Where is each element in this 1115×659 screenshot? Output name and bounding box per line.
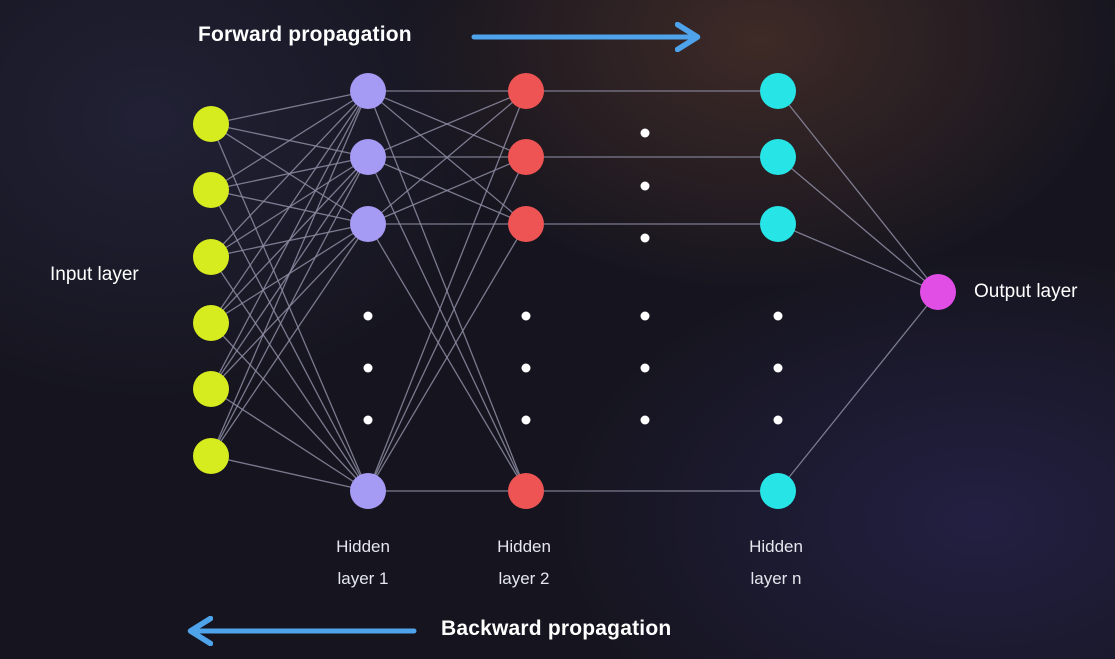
ellipsis-dot [773, 415, 783, 425]
hidden-layer-n-node [760, 473, 796, 509]
hidden-layer-2-caption: Hidden layer 2 [464, 531, 584, 595]
connection-line [210, 388, 369, 492]
ellipsis-dots [363, 128, 783, 425]
hidden-layer-n-node [760, 139, 796, 175]
connection-line [210, 90, 369, 191]
output-layer-label: Output layer [974, 281, 1078, 302]
hidden-layer-2-line1: Hidden [497, 537, 551, 556]
connection-line [777, 90, 939, 293]
ellipsis-dot [640, 363, 650, 373]
input-node [193, 371, 229, 407]
ellipsis-dot [773, 363, 783, 373]
input-node [193, 172, 229, 208]
connection-line [210, 156, 369, 457]
hidden-layer-2-node [508, 473, 544, 509]
hidden-layer-1-node [350, 206, 386, 242]
ellipsis-dot [521, 363, 531, 373]
hidden-layer-1-node [350, 73, 386, 109]
connection-line [367, 156, 527, 492]
connection-line [777, 223, 939, 293]
network-nodes [193, 73, 956, 509]
hidden-layer-2-node [508, 73, 544, 109]
backward-propagation-label: Backward propagation [441, 617, 672, 640]
input-node [193, 106, 229, 142]
input-node [193, 239, 229, 275]
connection-line [210, 455, 369, 492]
connection-line [367, 90, 527, 492]
connection-line [367, 90, 527, 158]
ellipsis-dot [363, 311, 373, 321]
connection-line [777, 156, 939, 293]
hidden-layer-1-node [350, 473, 386, 509]
connection-line [367, 156, 527, 225]
hidden-layer-1-node [350, 139, 386, 175]
hidden-layer-2-node [508, 206, 544, 242]
hidden-layer-n-line2: layer n [750, 569, 802, 588]
connection-line [210, 90, 369, 125]
hidden-layer-1-caption: Hidden layer 1 [303, 531, 423, 595]
forward-propagation-label: Forward propagation [198, 23, 412, 46]
hidden-layer-n-line1: Hidden [749, 537, 803, 556]
connection-line [367, 223, 527, 492]
input-node [193, 305, 229, 341]
ellipsis-dot [640, 311, 650, 321]
ellipsis-dot [640, 181, 650, 191]
ellipsis-dot [521, 311, 531, 321]
hidden-layer-n-node [760, 73, 796, 109]
connection-line [367, 90, 527, 225]
ellipsis-dot [640, 415, 650, 425]
input-node [193, 438, 229, 474]
ellipsis-dot [363, 363, 373, 373]
hidden-layer-2-node [508, 139, 544, 175]
hidden-layer-1-line1: Hidden [336, 537, 390, 556]
connection-line [210, 90, 369, 390]
connection-line [210, 90, 369, 457]
ellipsis-dot [773, 311, 783, 321]
connection-line [210, 322, 369, 492]
ellipsis-dot [521, 415, 531, 425]
output-node [920, 274, 956, 310]
connection-line [210, 223, 369, 457]
hidden-layer-2-line2: layer 2 [498, 569, 550, 588]
ellipsis-dot [363, 415, 373, 425]
connection-lines [210, 90, 939, 492]
connection-line [210, 90, 369, 258]
hidden-layer-n-node [760, 206, 796, 242]
input-layer-label: Input layer [50, 264, 139, 285]
hidden-layer-n-caption: Hidden layer n [716, 531, 836, 595]
connection-line [777, 291, 939, 492]
hidden-layer-1-line2: layer 1 [337, 569, 389, 588]
connection-line [210, 90, 369, 324]
ellipsis-dot [640, 128, 650, 138]
ellipsis-dot [640, 233, 650, 243]
connection-line [210, 256, 369, 492]
